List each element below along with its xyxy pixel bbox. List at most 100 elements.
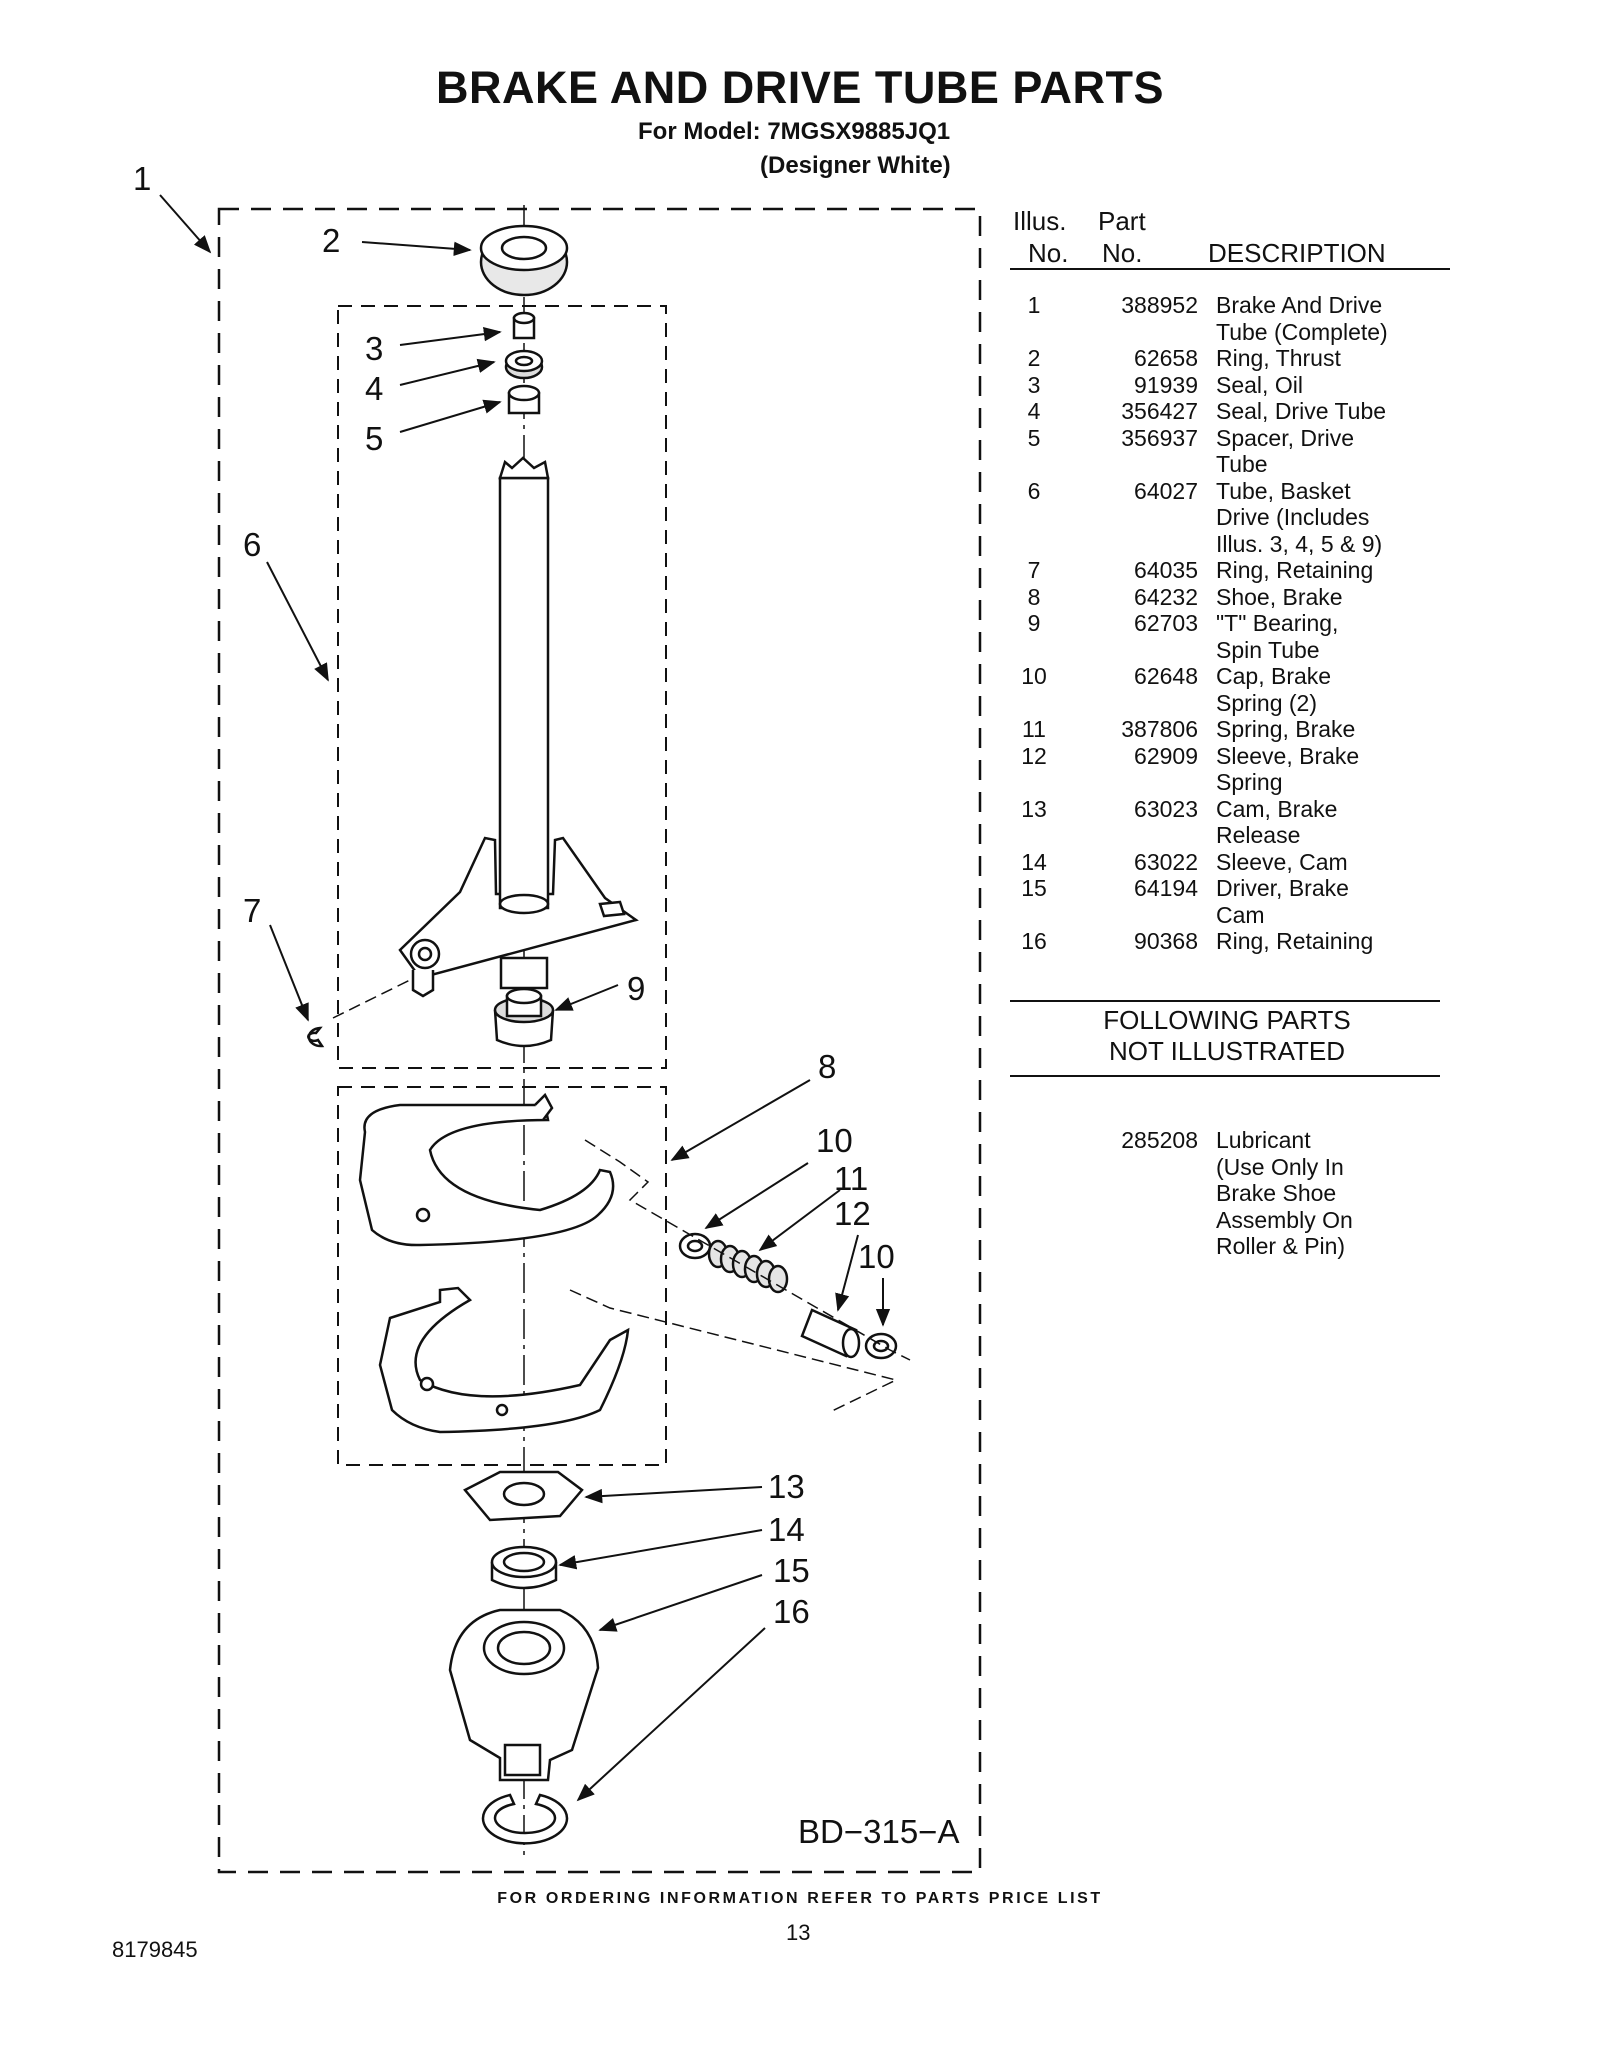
description-line: Assembly On bbox=[1216, 1206, 1353, 1233]
description-line: Release bbox=[1216, 822, 1301, 848]
callout-label: 2 bbox=[322, 222, 340, 259]
callout-label: 8 bbox=[818, 1048, 836, 1085]
part-number: 62703 bbox=[1134, 610, 1198, 636]
cam-sleeve-part bbox=[490, 1545, 558, 1590]
callout-label: 11 bbox=[834, 1160, 868, 1197]
brake-spring-part bbox=[707, 1239, 789, 1294]
callout-label: 6 bbox=[243, 526, 261, 563]
description-line: Tube bbox=[1216, 451, 1268, 477]
callout-label: 9 bbox=[627, 970, 645, 1007]
spacer-part bbox=[507, 384, 541, 415]
brake-spring-cap-2-part bbox=[864, 1332, 898, 1360]
description-line: Spring bbox=[1216, 769, 1283, 795]
callout-label: 16 bbox=[773, 1593, 810, 1630]
callout-label: 1 bbox=[133, 160, 151, 197]
callout-label: 7 bbox=[243, 892, 261, 929]
callout-label: 5 bbox=[365, 420, 383, 457]
brake-cam-driver-part bbox=[448, 1608, 600, 1782]
parts-row: 14 63022 Sleeve, Cam bbox=[1010, 849, 1450, 876]
part-number: 388952 bbox=[1121, 292, 1198, 318]
description-line: Lubricant bbox=[1216, 1127, 1311, 1153]
part-number: 63022 bbox=[1134, 848, 1198, 875]
part-number: 62909 bbox=[1134, 742, 1198, 769]
illus-number: 9 bbox=[1027, 610, 1041, 636]
description-line: Ring, Thrust bbox=[1216, 345, 1341, 371]
drive-tube-seal-part bbox=[504, 349, 544, 380]
illus-number: 16 bbox=[1021, 928, 1047, 954]
part-description: "T" Bearing,Spin Tube bbox=[1216, 610, 1450, 663]
brake-release-cam-part bbox=[463, 1470, 584, 1522]
description-line: Seal, Drive Tube bbox=[1216, 398, 1387, 424]
drive-tube-outline bbox=[337, 305, 667, 1069]
illus-number: 14 bbox=[1021, 848, 1047, 875]
document-number: 8179845 bbox=[112, 1937, 198, 1962]
callout-label: 13 bbox=[768, 1468, 805, 1505]
t-bearing-part bbox=[493, 987, 555, 1048]
parts-row: 9 62703 "T" Bearing,Spin Tube bbox=[1010, 610, 1450, 663]
part-description: Ring, Thrust bbox=[1216, 345, 1450, 372]
description-line: Tube (Complete) bbox=[1216, 318, 1388, 345]
illus-header-1: Illus. bbox=[1013, 206, 1067, 236]
description-line: Ring, Retaining bbox=[1216, 557, 1374, 583]
description-line: Cam bbox=[1216, 901, 1265, 928]
description-line: Spacer, Drive bbox=[1216, 424, 1355, 451]
model-line: For Model: 7MGSX9885JQ1 bbox=[638, 118, 951, 145]
thrust-ring-part bbox=[479, 224, 569, 297]
brake-shoe-lower-part bbox=[378, 1286, 630, 1434]
description-line: Ring, Retaining bbox=[1216, 928, 1374, 954]
description-line: Driver, Brake bbox=[1216, 875, 1349, 901]
illus-number: 15 bbox=[1021, 875, 1047, 901]
spring-sleeve-part bbox=[800, 1308, 861, 1359]
description-line: Roller & Pin) bbox=[1216, 1233, 1346, 1259]
description-line: Drive (Includes bbox=[1216, 504, 1370, 530]
illus-number: 2 bbox=[1027, 345, 1041, 371]
part-number: 285208 bbox=[1121, 1127, 1198, 1153]
part-number: 64027 bbox=[1134, 477, 1198, 504]
illus-number: 8 bbox=[1027, 583, 1041, 610]
description-line: Spin Tube bbox=[1216, 636, 1320, 663]
parts-row: 16 90368 Ring, Retaining bbox=[1010, 928, 1450, 955]
description-line: Seal, Oil bbox=[1216, 371, 1303, 398]
illus-number: 4 bbox=[1027, 398, 1041, 424]
callout-label: 12 bbox=[834, 1195, 871, 1232]
callout-label: 10 bbox=[858, 1238, 895, 1275]
part-description: Ring, Retaining bbox=[1216, 557, 1450, 584]
description-line: (Use Only In bbox=[1216, 1153, 1344, 1180]
part-number: 90368 bbox=[1134, 928, 1198, 954]
callout-label: 15 bbox=[773, 1552, 810, 1589]
brake-spring-cap-part bbox=[678, 1232, 712, 1260]
part-description: Ring, Retaining bbox=[1216, 928, 1450, 955]
part-description: Sleeve, Cam bbox=[1216, 849, 1450, 876]
illus-number: 12 bbox=[1021, 742, 1047, 769]
part-description: Seal, Oil bbox=[1216, 372, 1450, 399]
illus-number: 13 bbox=[1021, 795, 1047, 822]
oil-seal-part bbox=[512, 311, 536, 340]
ordering-note: FOR ORDERING INFORMATION REFER TO PARTS … bbox=[497, 1890, 1103, 1907]
callout-label: 14 bbox=[768, 1511, 805, 1548]
description-line: Spring, Brake bbox=[1216, 716, 1356, 742]
drawing-code: BD−315−A bbox=[798, 1813, 959, 1850]
description-line: Cam, Brake bbox=[1216, 795, 1338, 822]
callout-label: 4 bbox=[365, 370, 383, 407]
brake-shoe-upper-part bbox=[358, 1092, 615, 1247]
description-line: Tube, Basket bbox=[1216, 477, 1351, 504]
illus-number: 11 bbox=[1022, 716, 1046, 742]
part-number: 63023 bbox=[1134, 795, 1198, 822]
part-number: 64035 bbox=[1134, 557, 1198, 583]
retaining-ring-2-part bbox=[481, 1793, 569, 1845]
